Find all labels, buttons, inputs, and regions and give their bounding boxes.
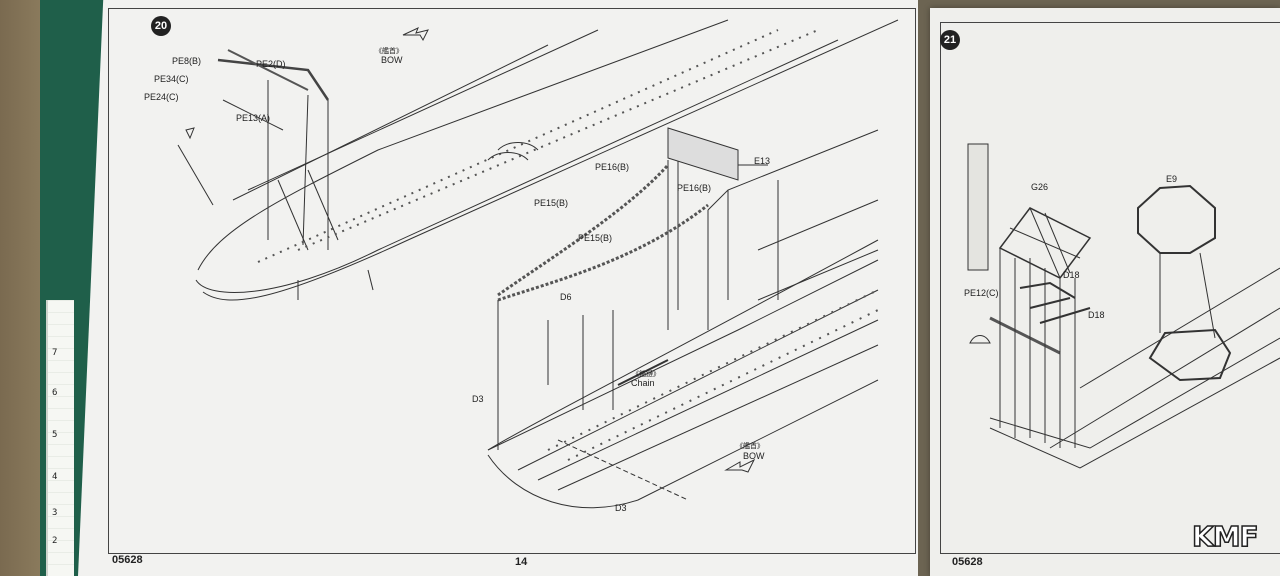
part-label-pe2: PE2(D) [256, 59, 286, 69]
instruction-page-right: 21 G26 E9 D18 D18 PE12(C) 05628 [930, 8, 1280, 576]
ruler: 7 6 5 4 3 2 [46, 300, 74, 576]
part-label-e9: E9 [1166, 174, 1178, 184]
part-label-pe12: PE12(C) [964, 288, 999, 298]
bow-label-bottom-en: BOW [743, 451, 765, 461]
part-label-pe15-a: PE15(B) [534, 198, 569, 208]
ruler-mark: 3 [52, 508, 58, 518]
page-number: 14 [515, 556, 528, 568]
footer-code: 05628 [112, 554, 143, 566]
part-label-d6: D6 [560, 292, 572, 302]
instruction-page-left: 20 《艦首》 BOW PE8(B) PE2(D) PE34(C) PE24(C… [78, 0, 918, 576]
part-label-g26: G26 [1031, 182, 1049, 192]
part-label-pe8: PE8(B) [172, 56, 202, 66]
ruler-mark: 5 [52, 430, 58, 440]
bow-label-en: BOW [381, 55, 403, 65]
bow-label-bottom-cn: 《艦首》 [736, 443, 764, 450]
bow-label-cn: 《艦首》 [375, 48, 403, 55]
ruler-mark: 4 [52, 472, 58, 482]
part-label-pe34: PE34(C) [154, 74, 189, 84]
part-label-pe15-b: PE15(B) [578, 233, 613, 243]
ruler-mark: 6 [52, 388, 58, 398]
part-label-d18-b: D18 [1088, 310, 1105, 320]
step-frame-right [940, 22, 1280, 554]
part-label-d3-a: D3 [472, 394, 484, 404]
step-frame [108, 8, 916, 554]
chain-label-en: Chain [631, 378, 655, 388]
step-number-20: 20 [151, 16, 171, 36]
part-label-pe24: PE24(C) [144, 92, 179, 102]
ruler-mark: 7 [52, 348, 58, 358]
footer-code-right: 05628 [952, 556, 983, 568]
part-label-d3-b: D3 [615, 503, 627, 513]
step-number-21: 21 [940, 30, 960, 50]
part-label-pe16-b: PE16(B) [677, 183, 712, 193]
part-label-pe13: PE13(A) [236, 113, 271, 123]
part-label-d18-a: D18 [1063, 270, 1080, 280]
right-page-drawing [967, 143, 1280, 469]
chain-label-cn: 《錨鏈》 [632, 371, 660, 378]
kmf-logo: KMF [1191, 519, 1259, 554]
left-page-drawing [177, 19, 899, 509]
part-label-pe16-a: PE16(B) [595, 162, 630, 172]
part-label-e13: E13 [754, 156, 771, 166]
ruler-mark: 2 [52, 536, 58, 546]
